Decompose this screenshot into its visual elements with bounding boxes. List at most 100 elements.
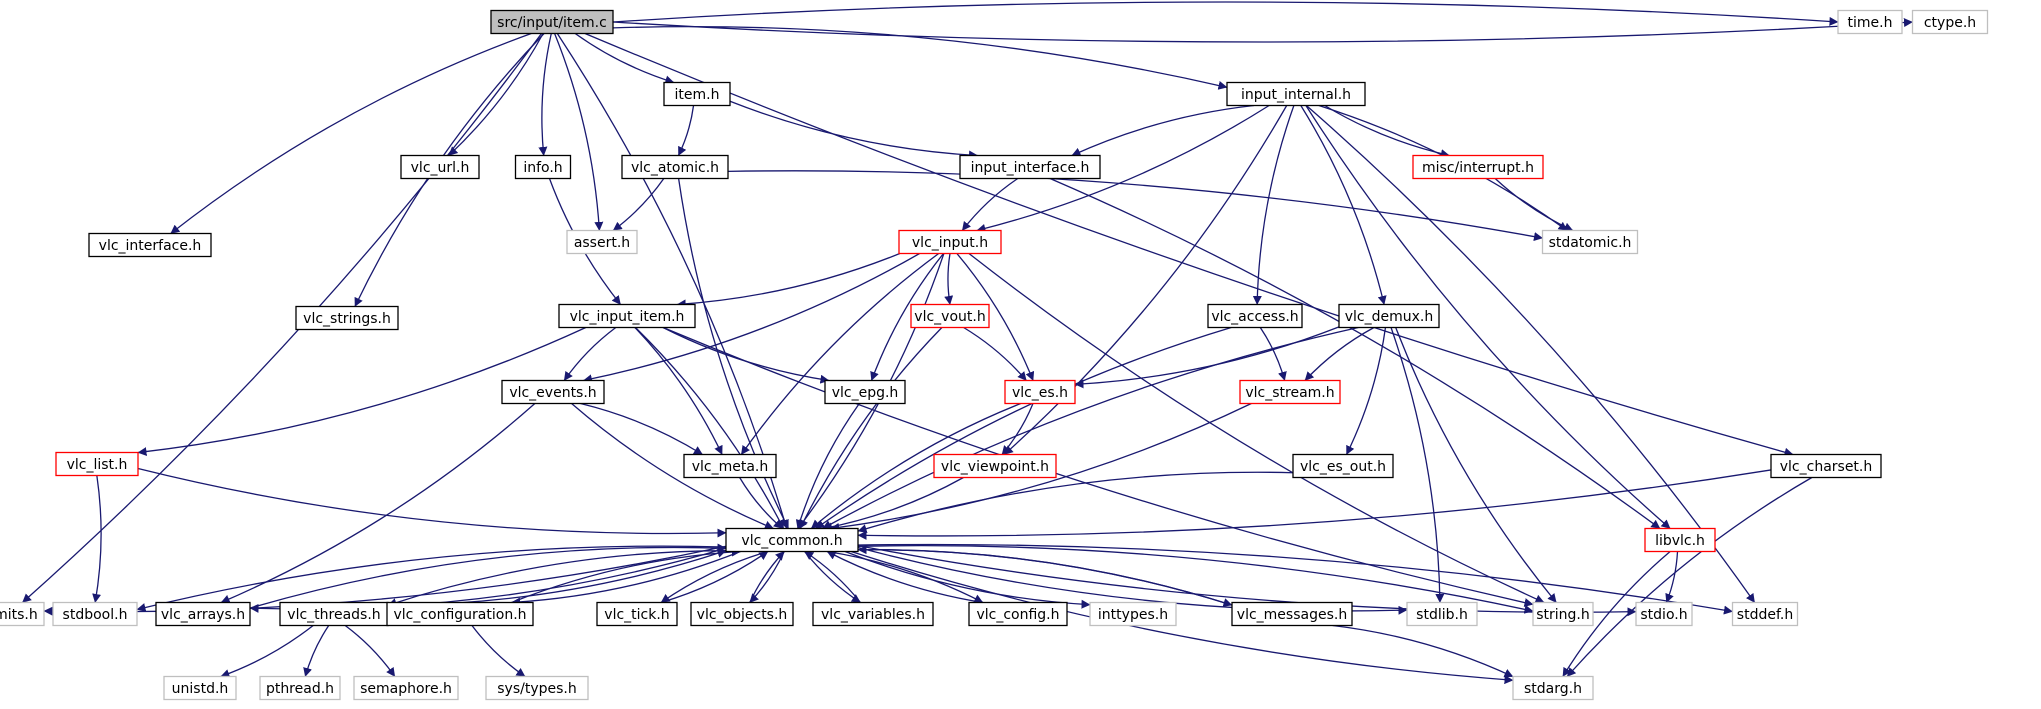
node-vlc-input-item-h[interactable]: vlc_input_item.h	[558, 303, 696, 329]
edge-vlc-threads-h-to-semaphore-h	[344, 624, 396, 677]
node-stdbool-h[interactable]: stdbool.h	[52, 601, 138, 627]
edge-vlc-charset-h-to-stdarg-h	[1566, 476, 1813, 677]
edge-vlc-objects-h-to-vlc-common-h	[749, 551, 785, 603]
edge-vlc-list-h-to-stdbool-h	[92, 475, 102, 603]
node-limits-h[interactable]: limits.h	[0, 601, 45, 627]
node-input-interface-h[interactable]: input_interface.h	[959, 154, 1101, 180]
node-box	[386, 601, 534, 627]
node-string-h[interactable]: string.h	[1532, 601, 1594, 627]
node-stddef-h[interactable]: stddef.h	[1731, 601, 1799, 627]
node-vlc-charset-h[interactable]: vlc_charset.h	[1770, 453, 1882, 479]
node-unistd-h[interactable]: unistd.h	[163, 675, 237, 701]
node-box	[1292, 453, 1394, 479]
node-box	[400, 154, 480, 180]
edge-vlc-demux-h-to-vlc-stream-h	[1304, 326, 1375, 381]
node-vlc-interface-h[interactable]: vlc_interface.h	[88, 232, 212, 258]
edge-item-c-to-time-h	[612, 1, 1839, 26]
node-label: vlc_viewpoint.h	[941, 459, 1049, 475]
edge-vlc-input-item-h-to-vlc-events-h	[563, 326, 617, 381]
node-time-h[interactable]: time.h	[1837, 9, 1903, 35]
node-box	[898, 229, 1002, 255]
node-label: vlc_input.h	[912, 235, 988, 251]
node-label: vlc_vout.h	[914, 309, 985, 325]
node-vlc-common-h[interactable]: vlc_common.h	[725, 527, 859, 553]
edge-vlc-configuration-h-to-sys-types-h	[471, 625, 526, 678]
node-box	[259, 675, 341, 701]
edge-vlc-common-h-to-inttypes-h	[844, 550, 1091, 609]
node-vlc-viewpoint-h[interactable]: vlc_viewpoint.h	[933, 453, 1057, 479]
node-box	[1412, 154, 1544, 180]
node-label: vlc_access.h	[1211, 309, 1298, 325]
node-libvlc-h[interactable]: libvlc.h	[1644, 527, 1716, 553]
edge-vlc-vout-h-to-vlc-common-h	[799, 327, 943, 529]
node-stdio-h[interactable]: stdio.h	[1635, 601, 1693, 627]
node-vlc-es-out-h[interactable]: vlc_es_out.h	[1292, 453, 1394, 479]
node-vlc-config-h[interactable]: vlc_config.h	[968, 601, 1068, 627]
node-label: vlc_atomic.h	[631, 160, 719, 176]
node-box	[1911, 9, 1989, 35]
node-vlc-messages-h[interactable]: vlc_messages.h	[1231, 601, 1353, 627]
node-vlc-stream-h[interactable]: vlc_stream.h	[1239, 379, 1341, 405]
edge-vlc-common-h-to-vlc-tick-h	[660, 550, 769, 604]
node-inttypes-h[interactable]: inttypes.h	[1089, 601, 1177, 627]
node-vlc-events-h[interactable]: vlc_events.h	[501, 379, 605, 405]
node-vlc-atomic-h[interactable]: vlc_atomic.h	[621, 154, 729, 180]
edge-libvlc-h-to-stdio-h	[1665, 551, 1679, 603]
node-box	[1532, 601, 1594, 627]
edge-vlc-demux-h-to-vlc-es-out-h	[1345, 327, 1387, 455]
edge-input-internal-h-to-libvlc-h	[1305, 105, 1671, 529]
node-vlc-tick-h[interactable]: vlc_tick.h	[596, 601, 678, 627]
node-item-h[interactable]: item.h	[663, 81, 731, 107]
edge-vlc-input-h-to-vlc-vout-h	[944, 253, 954, 305]
node-box	[485, 675, 589, 701]
node-vlc-objects-h[interactable]: vlc_objects.h	[690, 601, 794, 627]
node-vlc-es-h[interactable]: vlc_es.h	[1004, 379, 1076, 405]
node-vlc-epg-h[interactable]: vlc_epg.h	[824, 379, 906, 405]
node-stdatomic-h[interactable]: stdatomic.h	[1541, 229, 1639, 255]
node-misc-interrupt-h[interactable]: misc/interrupt.h	[1412, 154, 1544, 180]
edge-vlc-stream-h-to-vlc-common-h	[830, 402, 1252, 532]
node-label: item.h	[675, 87, 720, 103]
node-semaphore-h[interactable]: semaphore.h	[353, 675, 459, 701]
node-vlc-access-h[interactable]: vlc_access.h	[1207, 303, 1303, 329]
node-input-internal-h[interactable]: input_internal.h	[1226, 81, 1366, 107]
node-vlc-vout-h[interactable]: vlc_vout.h	[910, 303, 990, 329]
node-label: pthread.h	[266, 681, 334, 697]
node-box	[1635, 601, 1693, 627]
node-vlc-input-h[interactable]: vlc_input.h	[898, 229, 1002, 255]
node-stdarg-h[interactable]: stdarg.h	[1512, 675, 1594, 701]
node-vlc-arrays-h[interactable]: vlc_arrays.h	[155, 601, 251, 627]
node-assert-h[interactable]: assert.h	[566, 229, 638, 255]
node-info-h[interactable]: info.h	[514, 154, 572, 180]
node-vlc-configuration-h[interactable]: vlc_configuration.h	[386, 601, 534, 627]
node-label: vlc_charset.h	[1780, 459, 1873, 475]
node-vlc-strings-h[interactable]: vlc_strings.h	[295, 305, 399, 331]
node-stdlib-h[interactable]: stdlib.h	[1406, 601, 1478, 627]
edge-vlc-common-h-to-vlc-objects-h	[749, 551, 785, 603]
node-box	[353, 675, 459, 701]
edge-item-c-to-item-h	[574, 32, 675, 85]
edge-input-internal-h-to-vlc-access-h	[1252, 105, 1295, 305]
node-item-c[interactable]: src/input/item.c	[490, 9, 614, 35]
node-vlc-url-h[interactable]: vlc_url.h	[400, 154, 480, 180]
edge-vlc-arrays-h-to-vlc-common-h	[249, 543, 727, 609]
node-pthread-h[interactable]: pthread.h	[259, 675, 341, 701]
node-vlc-threads-h[interactable]: vlc_threads.h	[279, 601, 389, 627]
node-label: libvlc.h	[1655, 533, 1705, 549]
edge-vlc-list-h-to-vlc-common-h	[137, 467, 727, 538]
node-label: sys/types.h	[497, 681, 576, 697]
node-sys-types-h[interactable]: sys/types.h	[485, 675, 589, 701]
edge-vlc-input-item-h-to-vlc-meta-h	[634, 327, 723, 455]
edge-input-internal-h-to-vlc-demux-h	[1300, 105, 1387, 305]
node-label: stdbool.h	[63, 607, 128, 623]
node-box	[1207, 303, 1303, 329]
node-ctype-h[interactable]: ctype.h	[1911, 9, 1989, 35]
node-vlc-demux-h[interactable]: vlc_demux.h	[1338, 303, 1440, 329]
edge-vlc-epg-h-to-vlc-common-h	[795, 403, 860, 529]
edge-vlc-common-h-to-string-h	[857, 545, 1534, 614]
node-vlc-variables-h[interactable]: vlc_variables.h	[812, 601, 934, 627]
edge-input-interface-h-to-libvlc-h	[1049, 177, 1661, 530]
node-vlc-meta-h[interactable]: vlc_meta.h	[683, 453, 777, 479]
node-vlc-list-h[interactable]: vlc_list.h	[55, 451, 139, 477]
edge-vlc-es-h-to-vlc-common-h	[810, 402, 1021, 529]
